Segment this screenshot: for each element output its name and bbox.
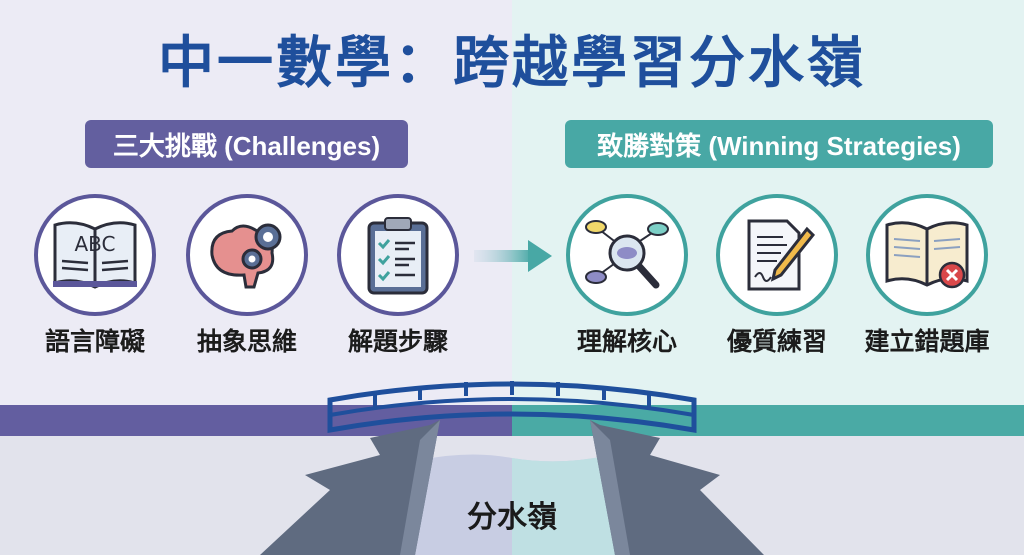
challenge-label: 解題步驟 xyxy=(347,328,448,356)
document-pencil-icon xyxy=(747,219,816,291)
challenge-label: 語言障礙 xyxy=(44,328,145,356)
strategy-label: 理解核心 xyxy=(576,328,677,356)
svg-text:ABC: ABC xyxy=(74,232,115,256)
page-title: 中一數學：跨越學習分水嶺 xyxy=(158,31,866,94)
strategy-core xyxy=(566,194,688,316)
divide-label: 分水嶺 xyxy=(467,501,557,534)
strategies-heading: 致勝對策 (Winning Strategies) xyxy=(565,120,993,168)
magnifier-network-icon xyxy=(585,220,669,289)
book-abc-icon: ABC xyxy=(53,221,137,289)
strategy-error-book xyxy=(866,194,988,316)
challenge-abstract xyxy=(186,194,308,316)
brain-gears-icon xyxy=(210,223,282,289)
chasm-illustration xyxy=(260,381,764,555)
strategy-label: 建立錯題庫 xyxy=(864,328,990,356)
challenges-heading: 三大挑戰 (Challenges) xyxy=(85,120,408,168)
notebook-error-icon xyxy=(885,221,969,289)
challenge-language: ABC xyxy=(34,194,156,316)
challenge-label: 抽象思維 xyxy=(196,328,297,356)
clipboard-checklist-icon xyxy=(367,217,429,295)
strategy-label: 優質練習 xyxy=(726,328,827,356)
challenge-steps xyxy=(337,194,459,316)
strategy-practice xyxy=(716,194,838,316)
arrow-right-icon xyxy=(474,240,552,272)
